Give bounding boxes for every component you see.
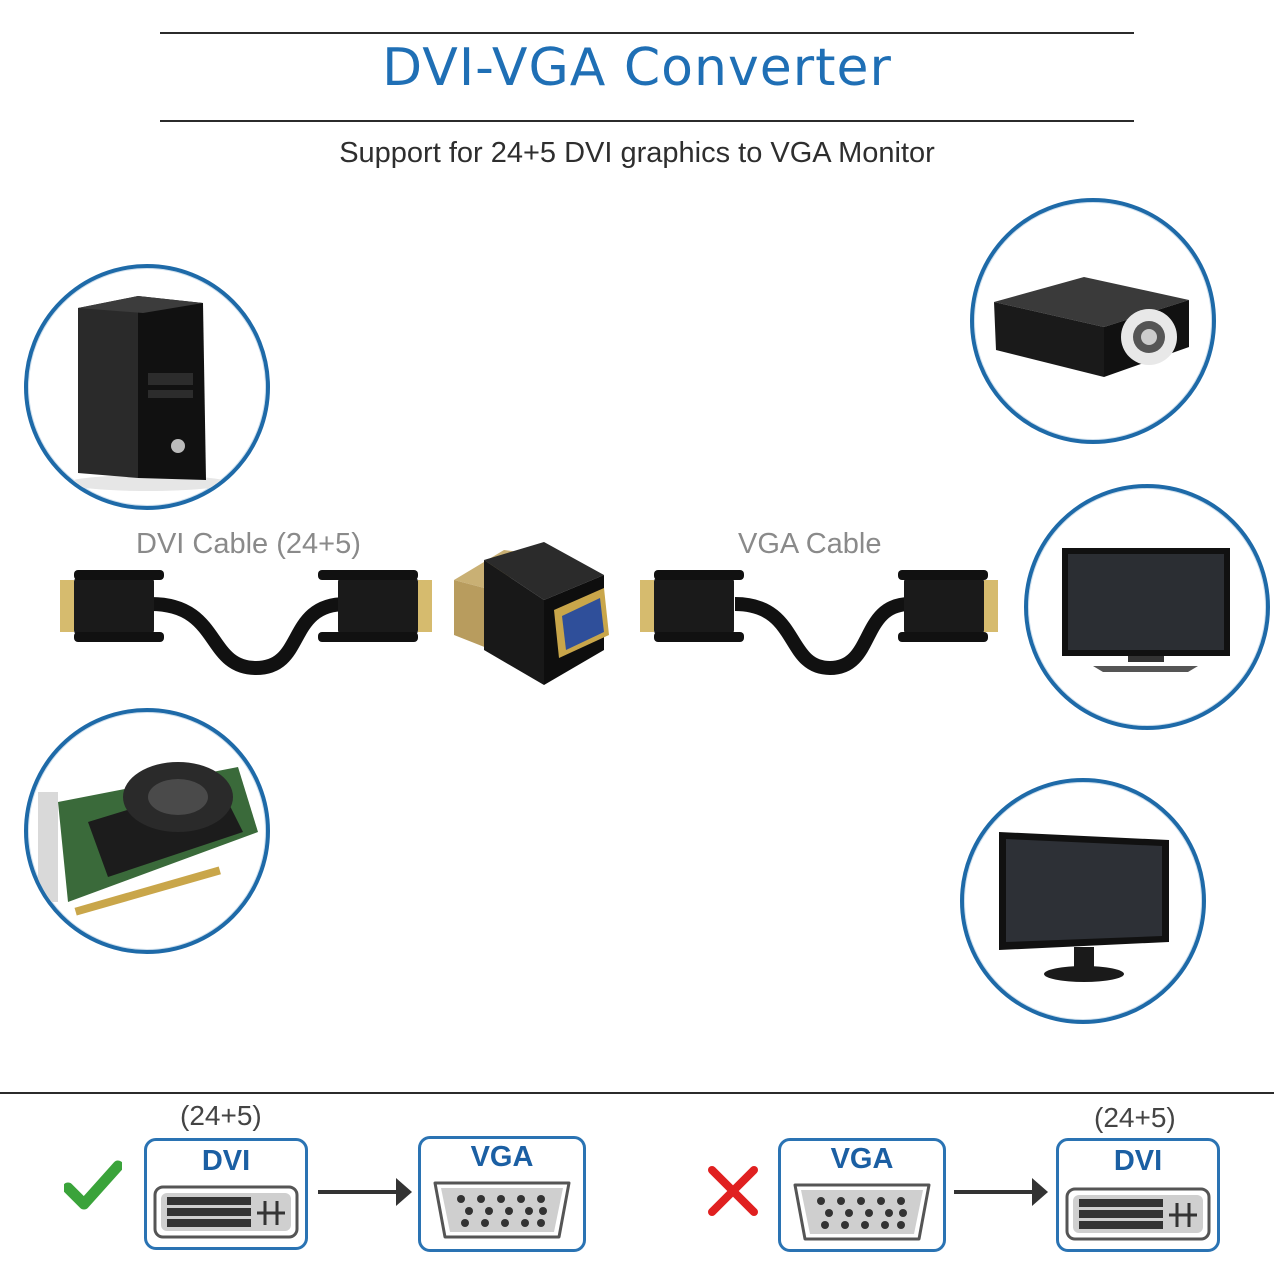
tv-icon [1062, 548, 1230, 672]
pc-tower-circle [24, 264, 270, 510]
cross-icon [708, 1166, 758, 1216]
vga-cable-label: VGA Cable [738, 528, 882, 560]
title-rule [160, 120, 1134, 122]
supported-dvi-box: DVI [144, 1138, 308, 1250]
projector-icon [994, 277, 1189, 377]
supported-dvi-label: DVI [201, 1145, 251, 1177]
projector-circle [970, 198, 1216, 444]
page-title: DVI-VGA Converter [382, 38, 892, 98]
page-subtitle: Support for 24+5 DVI graphics to VGA Mon… [339, 137, 935, 169]
dvi-cable-label: DVI Cable (24+5) [136, 528, 361, 560]
vga-cable-image [640, 570, 998, 676]
unsupported-vga-label: VGA [830, 1143, 894, 1175]
pc-tower-icon [68, 296, 228, 491]
unsupported-dvi-label: DVI [1113, 1145, 1163, 1177]
monitor-icon [999, 832, 1169, 982]
dvi-port-icon [1065, 1187, 1211, 1241]
check-icon [64, 1160, 122, 1210]
arrow-right-icon [318, 1178, 412, 1206]
vga-port-icon [433, 1181, 571, 1239]
dvi-vga-adapter-image [454, 542, 609, 685]
arrow-right-icon [954, 1178, 1048, 1206]
unsupported-dvi-box: DVI [1056, 1138, 1220, 1252]
supported-vga-box: VGA [418, 1136, 586, 1252]
unsupported-vga-box: VGA [778, 1138, 946, 1252]
bottom-rule [0, 1092, 1274, 1094]
dvi-cable-image [60, 570, 432, 676]
graphics-card-icon [38, 762, 258, 916]
supported-dvi-note: (24+5) [180, 1100, 262, 1131]
tv-circle [1024, 484, 1270, 730]
graphics-card-circle [24, 708, 270, 954]
supported-vga-label: VGA [470, 1141, 534, 1173]
monitor-circle [960, 778, 1206, 1024]
unsupported-dvi-note: (24+5) [1094, 1102, 1176, 1133]
top-rule [160, 32, 1134, 34]
dvi-port-icon [153, 1185, 299, 1239]
vga-port-icon [793, 1183, 931, 1241]
